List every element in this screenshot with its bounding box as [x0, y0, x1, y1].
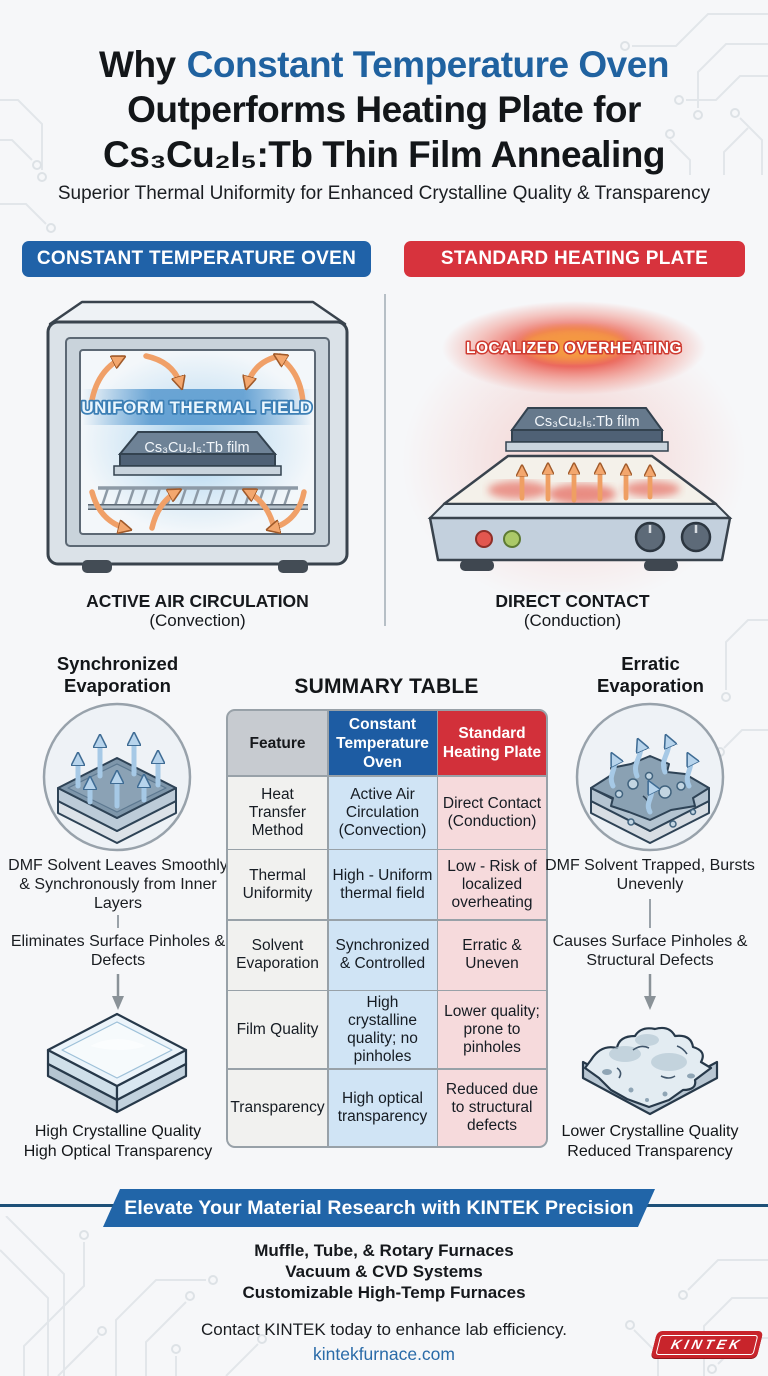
summary-table-title: SUMMARY TABLE — [294, 675, 479, 698]
title-prefix: Why — [99, 44, 176, 85]
table-cell: High crystalline quality; no pinholes — [328, 991, 437, 1068]
table-cell: Thermal Uniformity — [228, 850, 327, 919]
table-header-plate: Standard Heating Plate — [438, 711, 546, 775]
table-cell: Solvent Evaporation — [228, 920, 327, 990]
heading-line: Evaporation — [597, 675, 704, 696]
left-result: High Crystalline Quality High Optical Tr… — [6, 1122, 230, 1161]
localized-overheating-label: LOCALIZED OVERHEATING — [466, 340, 682, 357]
table-cell: Low - Risk of localized overheating — [438, 850, 546, 919]
down-arrow-icon — [644, 974, 656, 1010]
product-list: Muffle, Tube, & Rotary Furnaces Vacuum &… — [0, 1240, 768, 1303]
contact-text: Contact KINTEK today to enhance lab effi… — [200, 1320, 568, 1339]
left-description-2: Eliminates Surface Pinholes & Defects — [10, 933, 226, 969]
convection-arrows — [89, 356, 307, 529]
low-quality-crystal-illustration — [581, 1026, 719, 1116]
table-cell: Lower quality; prone to pinholes — [438, 991, 546, 1068]
plate-caption-sub: (Conduction) — [523, 611, 622, 630]
plate-caption-main: DIRECT CONTACT — [495, 591, 650, 611]
product-line: Vacuum & CVD Systems — [285, 1262, 483, 1281]
summary-table: Feature Constant Temperature Oven Standa… — [226, 709, 548, 1148]
crystal-cracks — [616, 1045, 688, 1079]
table-cell: Reduced due to structural defects — [438, 1069, 546, 1146]
heading-line: Evaporation — [64, 675, 171, 696]
right-description-1: DMF Solvent Trapped, Bursts Unevenly — [545, 857, 755, 893]
crystal-pores — [602, 1069, 695, 1102]
footer-banner: Elevate Your Material Research with KINT… — [103, 1189, 655, 1227]
title-line-2: Outperforms Heating Plate for — [127, 89, 641, 130]
result-line: High Optical Transparency — [23, 1142, 213, 1160]
down-arrow-icon — [112, 974, 124, 1010]
connector-line — [117, 915, 119, 928]
table-cell: Film Quality — [228, 991, 327, 1068]
oven-rack — [88, 486, 308, 510]
green-indicator-light — [503, 530, 521, 548]
red-indicator-light — [475, 530, 493, 548]
table-cell: Erratic & Uneven — [438, 920, 546, 990]
oven-caption-sub: (Convection) — [149, 611, 246, 630]
film-sample: Cs₃Cu₂I₅:Tb film — [505, 407, 669, 452]
erratic-vapor-arrows — [608, 738, 690, 815]
plate-film-label: Cs₃Cu₂I₅:Tb film — [534, 414, 639, 430]
panel-divider — [384, 294, 386, 626]
temperature-knob — [634, 521, 666, 553]
title-highlight: Constant Temperature Oven — [186, 44, 670, 85]
plate-base — [427, 503, 733, 571]
table-cell: High - Uniform thermal field — [328, 850, 437, 919]
table-cell: Direct Contact (Conduction) — [438, 776, 546, 849]
kintek-logo-text: KINTEK — [655, 1334, 759, 1355]
table-cell: Heat Transfer Method — [228, 776, 327, 849]
oven-film-label: Cs₃Cu₂I₅:Tb film — [144, 440, 249, 456]
result-line: Reduced Transparency — [567, 1142, 733, 1160]
table-header-oven: Constant Temperature Oven — [328, 711, 437, 775]
oven-caption: ACTIVE AIR CIRCULATION (Convection) — [30, 591, 365, 631]
kintek-logo: KINTEK — [650, 1331, 764, 1358]
right-result: Lower Crystalline Quality Reduced Transp… — [538, 1122, 762, 1161]
right-description-2: Causes Surface Pinholes & Structural Def… — [552, 933, 748, 969]
title-line-3: Cs₃Cu₂I₅:Tb Thin Film Annealing — [103, 134, 665, 175]
page-subtitle: Superior Thermal Uniformity for Enhanced… — [57, 183, 711, 204]
heating-plate-illustration: LOCALIZED OVERHEATING Cs₃Cu₂I₅:Tb film — [402, 301, 746, 592]
product-line: Muffle, Tube, & Rotary Furnaces — [254, 1241, 514, 1260]
table-cell: Synchronized & Controlled — [328, 920, 437, 990]
result-line: High Crystalline Quality — [34, 1123, 202, 1140]
synchronized-evaporation-heading: Synchronized Evaporation — [15, 653, 220, 697]
oven-illustration: Cs₃Cu₂I₅:Tb film UNIFORM THERMAL FIELD — [46, 300, 349, 573]
heading-line: Erratic — [621, 653, 680, 674]
table-cell: High optical transparency — [328, 1069, 437, 1146]
oven-banner: CONSTANT TEMPERATURE OVEN — [22, 241, 371, 277]
product-line: Customizable High-Temp Furnaces — [242, 1283, 526, 1302]
website-link[interactable]: kintekfurnace.com — [312, 1344, 455, 1364]
smooth-evaporation-illustration — [42, 702, 192, 852]
table-cell: Transparency — [228, 1069, 327, 1146]
high-quality-crystal-illustration — [46, 1012, 188, 1114]
trapped-bubbles — [614, 771, 697, 828]
thermal-band — [82, 389, 313, 425]
result-line: Lower Crystalline Quality — [561, 1123, 739, 1140]
plate-caption: DIRECT CONTACT (Conduction) — [400, 591, 745, 631]
erratic-evaporation-heading: Erratic Evaporation — [548, 653, 753, 697]
left-description-1: DMF Solvent Leaves Smoothly & Synchronou… — [8, 857, 228, 912]
smooth-vapor-arrows — [78, 736, 158, 809]
erratic-evaporation-illustration — [575, 702, 725, 852]
oven-caption-main: ACTIVE AIR CIRCULATION — [86, 591, 309, 611]
table-cell: Active Air Circulation (Convection) — [328, 776, 437, 849]
conduction-arrows — [522, 466, 650, 503]
film-sample: Cs₃Cu₂I₅:Tb film — [113, 431, 282, 476]
table-header-feature: Feature — [228, 711, 327, 775]
overheating-core — [522, 327, 626, 361]
heading-line: Synchronized — [56, 653, 179, 674]
plate-banner: STANDARD HEATING PLATE — [404, 241, 745, 277]
timer-knob — [680, 521, 712, 553]
connector-line — [649, 899, 651, 928]
uniform-thermal-field-label: UNIFORM THERMAL FIELD — [81, 398, 312, 417]
